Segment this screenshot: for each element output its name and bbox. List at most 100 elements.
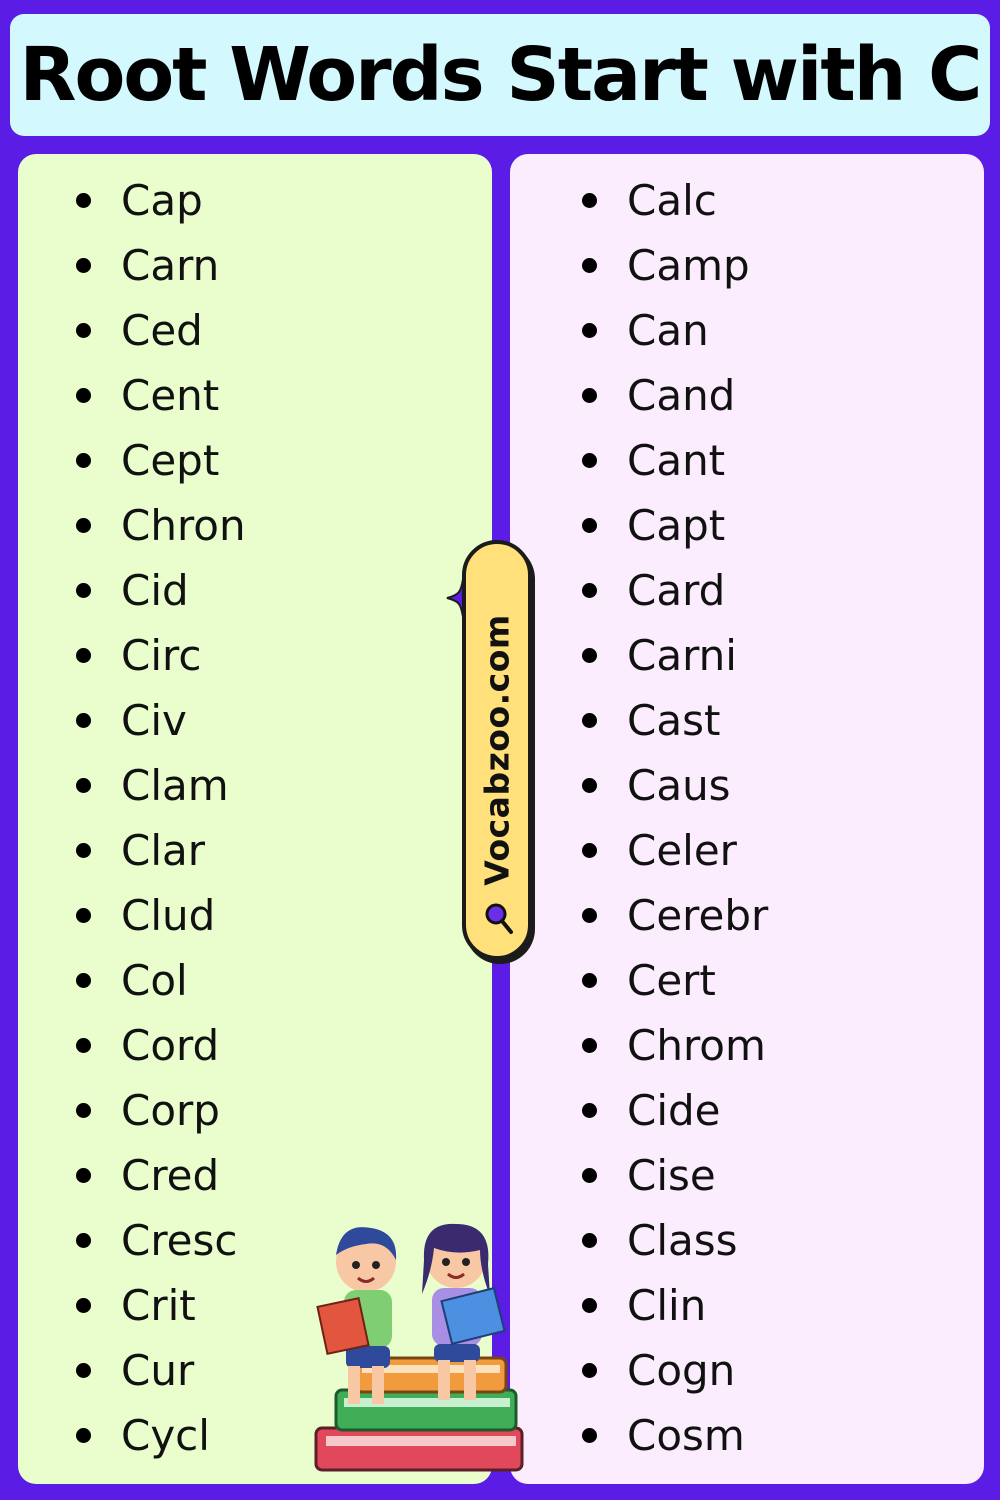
word-list-item: Cent (76, 363, 246, 428)
root-word: Cert (627, 956, 716, 1005)
bullet-icon (76, 583, 91, 598)
bullet-icon (582, 1298, 597, 1313)
word-list-item: Carni (582, 623, 768, 688)
root-word: Cresc (121, 1216, 238, 1265)
root-word: Cerebr (627, 891, 769, 940)
bullet-icon (76, 1298, 91, 1313)
root-word: Celer (627, 826, 737, 875)
bullet-icon (582, 323, 597, 338)
word-list-item: Cid (76, 558, 246, 623)
root-word: Cant (627, 436, 726, 485)
bullet-icon (582, 193, 597, 208)
watermark-text: Vocabzoo.com (477, 614, 517, 886)
root-word: Ced (121, 306, 203, 355)
bullet-icon (76, 1363, 91, 1378)
bullet-icon (582, 1168, 597, 1183)
word-list-item: Camp (582, 233, 768, 298)
root-word: Circ (121, 631, 202, 680)
bullet-icon (582, 518, 597, 533)
word-list-item: Corp (76, 1078, 246, 1143)
bullet-icon (76, 908, 91, 923)
bullet-icon (582, 1233, 597, 1248)
word-list-item: Carn (76, 233, 246, 298)
root-word: Camp (627, 241, 750, 290)
bullet-icon (76, 1103, 91, 1118)
root-word: Civ (121, 696, 187, 745)
root-word: Corp (121, 1086, 220, 1135)
word-list-item: Capt (582, 493, 768, 558)
root-word: Clin (627, 1281, 707, 1330)
bullet-icon (582, 453, 597, 468)
root-word: Cogn (627, 1346, 736, 1395)
root-word: Class (627, 1216, 738, 1265)
word-list-item: Clin (582, 1273, 768, 1338)
word-list-item: Circ (76, 623, 246, 688)
root-word: Carni (627, 631, 737, 680)
bullet-icon (582, 1038, 597, 1053)
word-list-item: Caus (582, 753, 768, 818)
bullet-icon (582, 713, 597, 728)
word-list-item: Cant (582, 428, 768, 493)
root-word: Clar (121, 826, 205, 875)
word-list-item: Cept (76, 428, 246, 493)
title-bar: Root Words Start with C (10, 14, 990, 136)
bullet-icon (76, 1168, 91, 1183)
word-list-item: Civ (76, 688, 246, 753)
root-word: Card (627, 566, 726, 615)
bullet-icon (582, 843, 597, 858)
root-word: Clam (121, 761, 229, 810)
root-word: Cord (121, 1021, 220, 1070)
bullet-icon (76, 778, 91, 793)
root-word: Cide (627, 1086, 721, 1135)
search-icon (485, 903, 513, 934)
root-word: Col (121, 956, 188, 1005)
bullet-icon (76, 258, 91, 273)
word-list-item: Cide (582, 1078, 768, 1143)
root-word: Cycl (121, 1411, 210, 1460)
word-list-item: Clud (76, 883, 246, 948)
word-list-item: Cise (582, 1143, 768, 1208)
word-list-item: Cast (582, 688, 768, 753)
root-word: Cast (627, 696, 721, 745)
root-word: Caus (627, 761, 731, 810)
page-title: Root Words Start with C (19, 32, 983, 118)
bullet-icon (582, 388, 597, 403)
root-word: Cept (121, 436, 220, 485)
word-list-item: Cosm (582, 1403, 768, 1468)
word-list-item: Chron (76, 493, 246, 558)
word-list-item: Cerebr (582, 883, 768, 948)
bullet-icon (76, 453, 91, 468)
word-list-item: Col (76, 948, 246, 1013)
root-word: Cent (121, 371, 220, 420)
bullet-icon (76, 193, 91, 208)
word-list-item: Cord (76, 1013, 246, 1078)
word-list-item: Cand (582, 363, 768, 428)
word-list-item: Cycl (76, 1403, 246, 1468)
bullet-icon (582, 778, 597, 793)
root-word: Capt (627, 501, 726, 550)
word-list-item: Class (582, 1208, 768, 1273)
root-word: Cand (627, 371, 736, 420)
root-word: Chrom (627, 1021, 766, 1070)
root-word: Crit (121, 1281, 196, 1330)
bullet-icon (76, 518, 91, 533)
bullet-icon (582, 648, 597, 663)
bullet-icon (582, 258, 597, 273)
bullet-icon (582, 1103, 597, 1118)
root-word: Cur (121, 1346, 195, 1395)
word-list-item: Can (582, 298, 768, 363)
bullet-icon (582, 908, 597, 923)
word-list-item: Clam (76, 753, 246, 818)
word-list-item: Ced (76, 298, 246, 363)
word-list-item: Card (582, 558, 768, 623)
word-list-item: Cred (76, 1143, 246, 1208)
bullet-icon (582, 1363, 597, 1378)
word-list-item: Cresc (76, 1208, 246, 1273)
word-list-item: Cap (76, 168, 246, 233)
word-list-item: Cert (582, 948, 768, 1013)
root-word: Carn (121, 241, 220, 290)
bullet-icon (582, 1428, 597, 1443)
